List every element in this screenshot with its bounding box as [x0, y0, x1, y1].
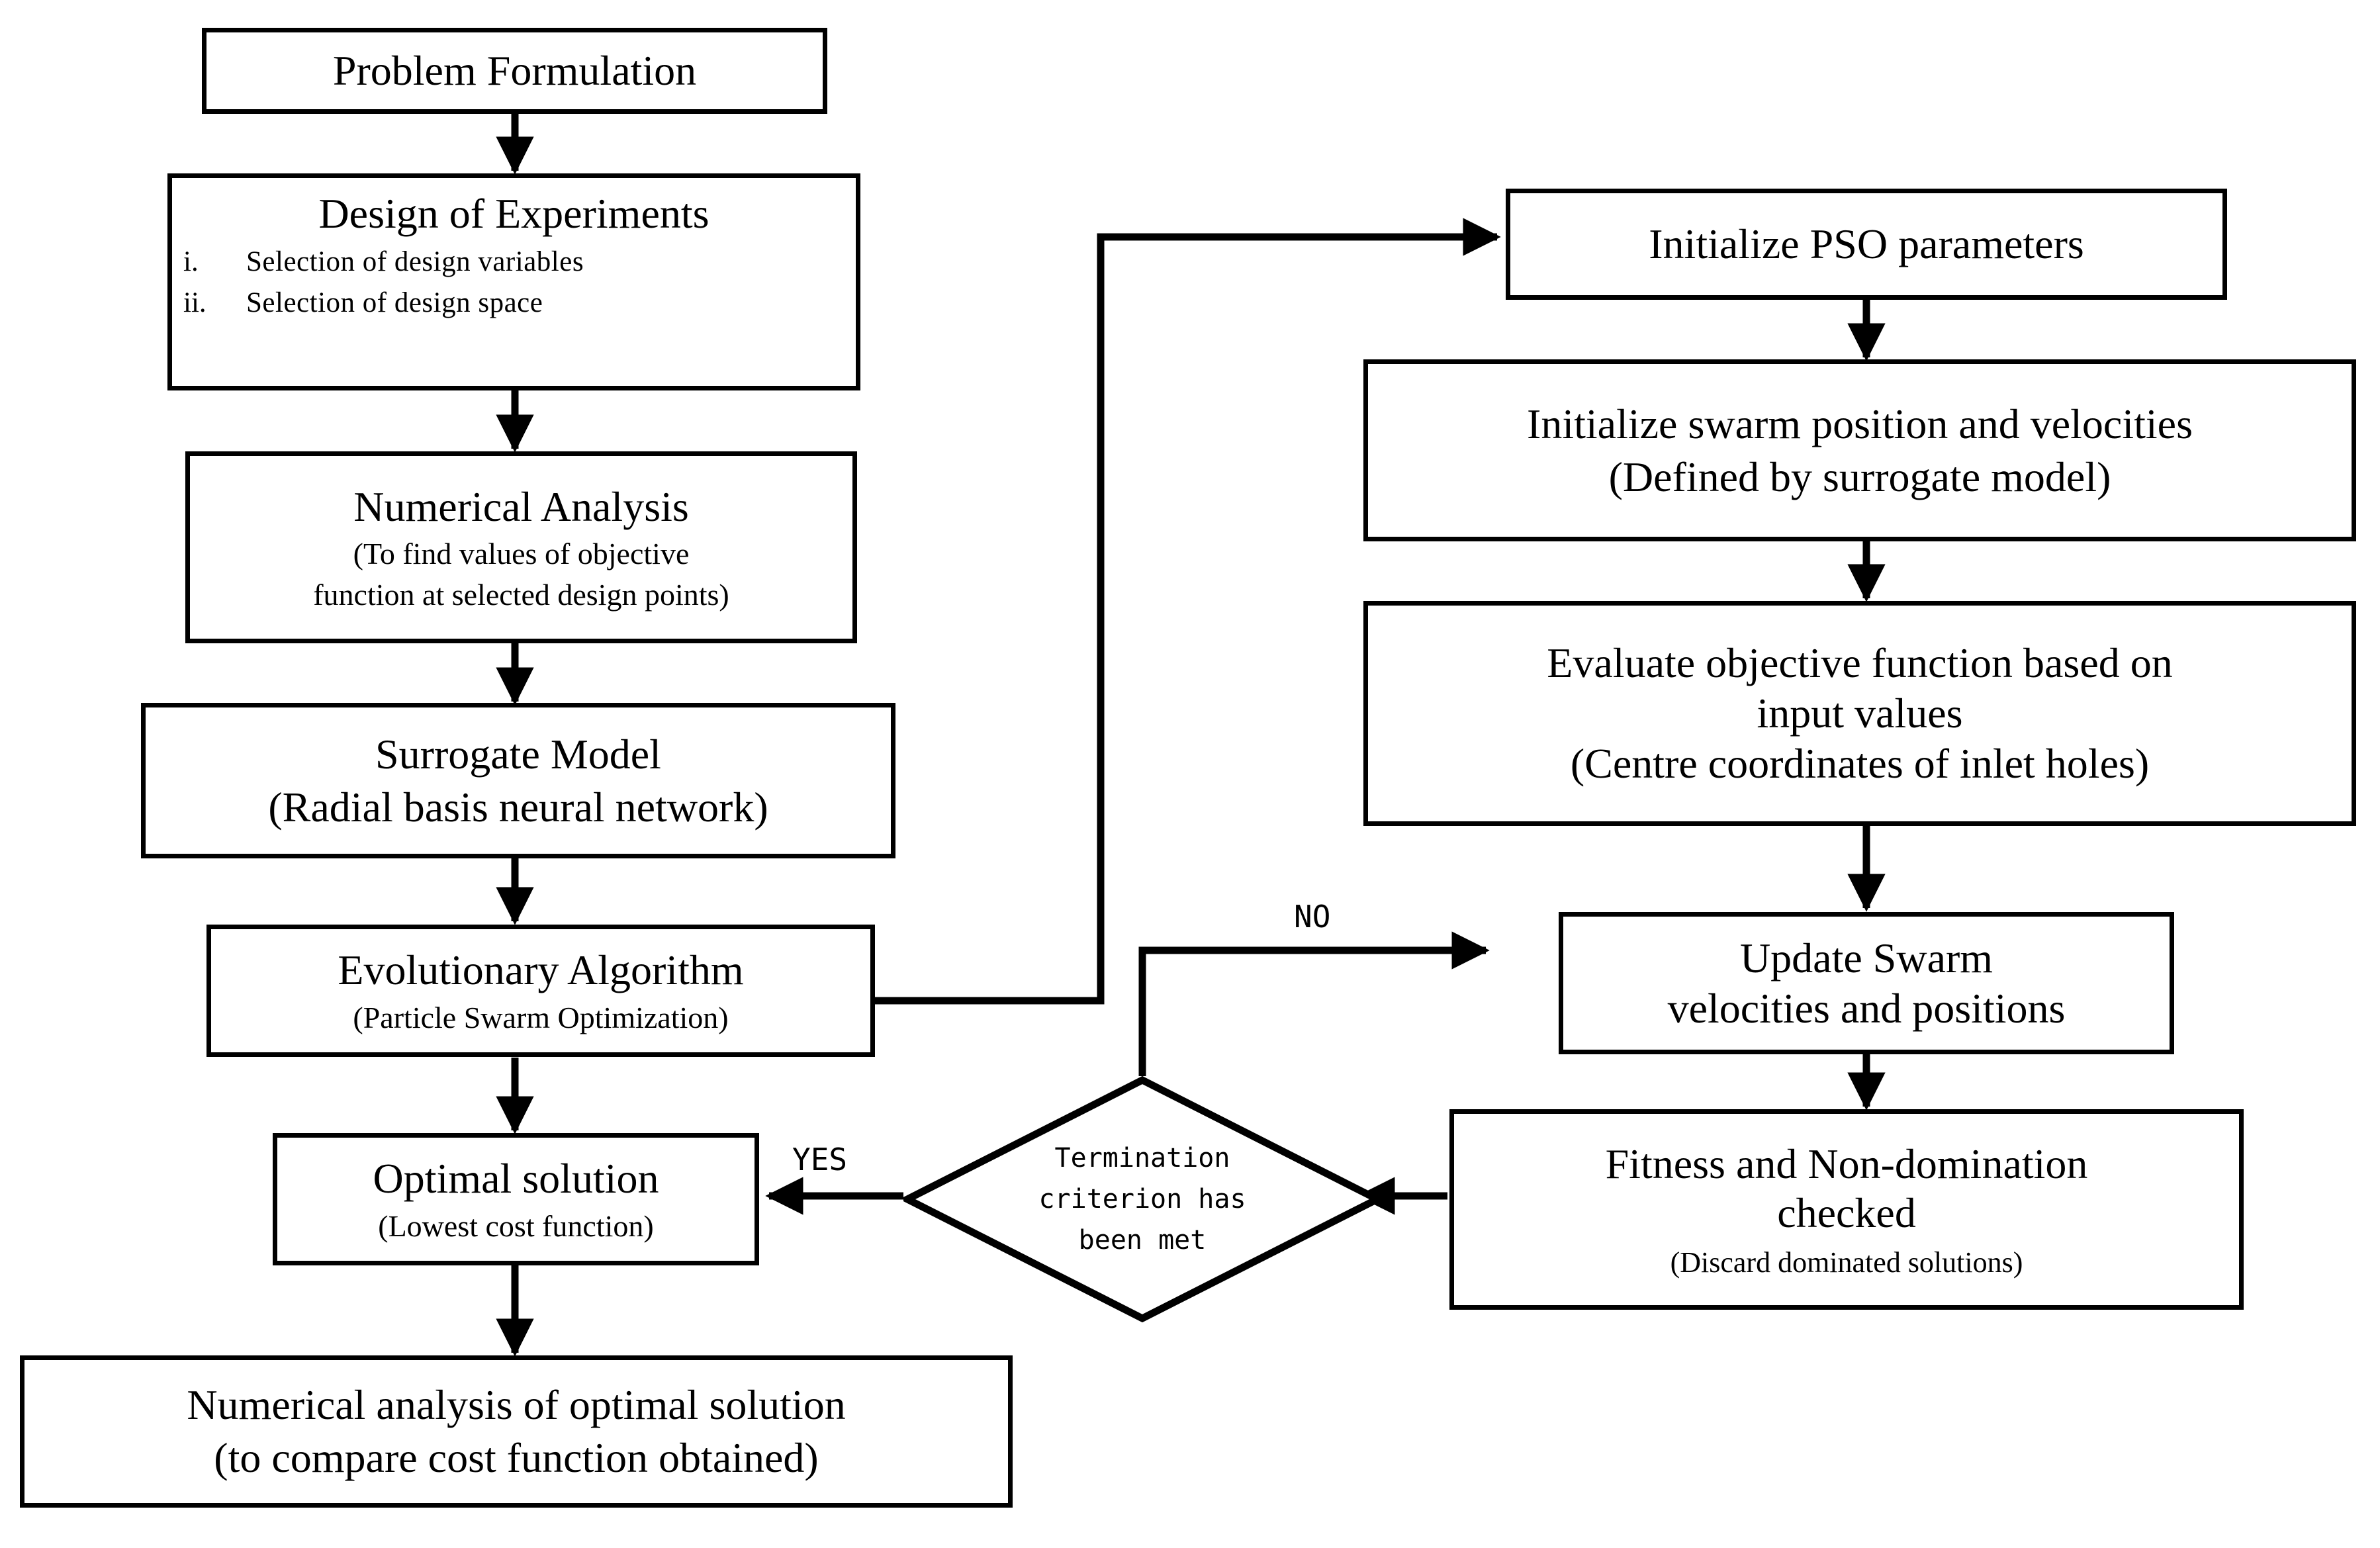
node-label: Evolutionary Algorithm: [338, 946, 744, 994]
node-fitness-non-domination[interactable]: Fitness and Non-domination checked (Disc…: [1449, 1109, 2244, 1310]
node-sublabel: (Particle Swarm Optimization): [353, 1001, 729, 1035]
edge-label-yes: YES: [792, 1142, 848, 1177]
node-problem-formulation[interactable]: Problem Formulation: [202, 28, 827, 114]
node-sublabel: (Centre coordinates of inlet holes): [1570, 739, 2150, 787]
list-item: ii. Selection of design space: [183, 283, 854, 324]
node-label-line1: Numerical analysis of optimal solution: [187, 1381, 846, 1429]
node-label-line2: (to compare cost function obtained): [214, 1434, 819, 1481]
node-label: Initialize PSO parameters: [1649, 220, 2084, 268]
node-label-line1: Fitness and Non-domination: [1605, 1140, 2088, 1188]
list-item-number: ii.: [183, 287, 206, 319]
node-evolutionary-algorithm[interactable]: Evolutionary Algorithm (Particle Swarm O…: [206, 925, 875, 1057]
node-evaluate-objective-function[interactable]: Evaluate objective function based on inp…: [1363, 601, 2356, 826]
node-sublabel-line2: function at selected design points): [313, 577, 729, 612]
node-label: Problem Formulation: [332, 47, 697, 95]
node-label-line2: velocities and positions: [1667, 984, 2066, 1032]
node-label-line2: input values: [1757, 690, 1963, 737]
node-label: Design of Experiments: [318, 190, 709, 237]
edge-termination-no-to-update: [1138, 931, 1490, 1076]
node-label: Optimal solution: [373, 1155, 659, 1203]
node-label: Initialize swarm position and velocities: [1527, 400, 2193, 447]
doe-item-list: i. Selection of design variables ii. Sel…: [174, 242, 854, 324]
node-update-swarm[interactable]: Update Swarm velocities and positions: [1559, 912, 2174, 1054]
node-sublabel-line1: (To find values of objective: [353, 537, 690, 571]
node-label-line2: checked: [1777, 1189, 1916, 1236]
node-label-line1: Evaluate objective function based on: [1547, 639, 2173, 687]
node-label: Surrogate Model: [375, 730, 661, 778]
list-item-number: i.: [183, 246, 199, 277]
decision-diamond-shape: [903, 1076, 1381, 1322]
node-label: Numerical Analysis: [353, 482, 689, 530]
node-termination-decision[interactable]: Termination criterion has been met: [903, 1076, 1381, 1322]
node-sublabel: (Radial basis neural network): [268, 783, 768, 831]
node-design-of-experiments[interactable]: Design of Experiments i. Selection of de…: [167, 173, 860, 390]
edge-label-no: NO: [1294, 899, 1331, 934]
node-sublabel: (Defined by surrogate model): [1608, 453, 2111, 500]
list-item-label: Selection of design variables: [246, 246, 584, 277]
node-initialize-swarm[interactable]: Initialize swarm position and velocities…: [1363, 359, 2356, 541]
node-sublabel: (Discard dominated solutions): [1670, 1246, 2023, 1279]
node-label-line1: Update Swarm: [1739, 934, 1993, 981]
node-numerical-analysis-of-optimal-solution[interactable]: Numerical analysis of optimal solution (…: [20, 1355, 1013, 1508]
node-surrogate-model[interactable]: Surrogate Model (Radial basis neural net…: [141, 703, 895, 858]
list-item-label: Selection of design space: [246, 287, 543, 319]
list-item: i. Selection of design variables: [183, 242, 854, 283]
node-sublabel: (Lowest cost function): [378, 1209, 654, 1244]
node-optimal-solution[interactable]: Optimal solution (Lowest cost function): [273, 1133, 759, 1265]
node-numerical-analysis[interactable]: Numerical Analysis (To find values of ob…: [185, 451, 857, 643]
node-initialize-pso-parameters[interactable]: Initialize PSO parameters: [1506, 189, 2227, 300]
